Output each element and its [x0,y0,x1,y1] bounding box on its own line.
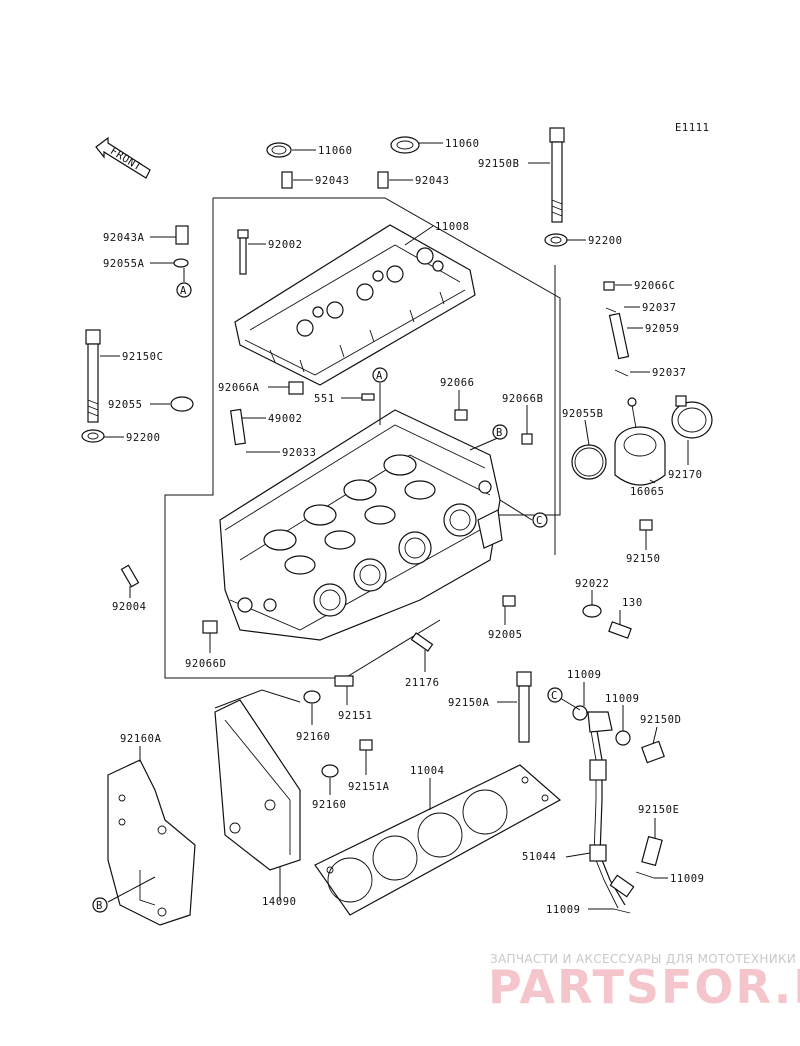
front-label: FRONT [108,145,144,174]
label-92066b: 92066B [502,393,544,405]
diagram-code: E1111 [675,122,710,134]
intake-holder-16065 [614,397,666,486]
label-92066: 92066 [440,377,475,389]
label-92033: 92033 [282,447,317,459]
label-11009-d: 11009 [546,904,581,916]
label-11004: 11004 [410,765,445,777]
label-92002: 92002 [268,239,303,251]
small-parts [81,127,665,914]
label-92200-top: 92200 [588,235,623,247]
head-gasket-11004 [314,764,562,916]
label-92043-left: 92043 [315,175,350,187]
callout-a-2: A [376,370,383,382]
watermark-tagline: ЗАПЧАСТИ И АКСЕССУАРЫ ДЛЯ МОТОТЕХНИКИ [490,952,796,966]
label-11009-a: 11009 [567,669,602,681]
label-92150d: 92150D [640,714,682,726]
label-92066d: 92066D [185,658,227,670]
label-92043a: 92043A [103,232,145,244]
label-92022: 92022 [575,578,610,590]
label-130: 130 [622,597,643,609]
label-92150b: 92150B [478,158,520,170]
callout-b-2: B [96,900,103,912]
label-11060-left: 11060 [318,145,353,157]
label-92066a: 92066A [218,382,260,394]
o-ring-92055b [571,444,607,480]
label-92055b: 92055B [562,408,604,420]
label-92150c: 92150C [122,351,164,363]
label-92037-top: 92037 [642,302,677,314]
label-92043-right: 92043 [415,175,450,187]
label-11009-c: 11009 [670,873,705,885]
label-92160-top: 92160 [296,731,331,743]
label-92150e: 92150E [638,804,680,816]
label-92059: 92059 [645,323,680,335]
label-92160-bottom: 92160 [312,799,347,811]
callout-circles: A A B C C B [92,282,563,913]
label-92151a: 92151A [348,781,390,793]
watermark-brand: PARTSFOR.RU [488,960,800,1014]
label-11009-b: 11009 [605,693,640,705]
label-49002: 49002 [268,413,303,425]
label-92066c: 92066C [634,280,676,292]
label-92170: 92170 [668,469,703,481]
part-labels: 11060 11060 92043 92043 92043A 92055A 92… [103,138,705,916]
label-11060-right: 11060 [445,138,480,150]
leader-lines [100,142,689,910]
callout-c-2: C [551,690,558,702]
camshaft-cap-11008 [234,224,476,386]
callout-a-1: A [180,285,187,297]
callout-b-1: B [496,427,503,439]
label-92151: 92151 [338,710,373,722]
label-551: 551 [314,393,335,405]
cam-chain-cover-14090 [214,699,301,871]
label-92150: 92150 [626,553,661,565]
label-16065: 16065 [630,486,665,498]
label-51044: 51044 [522,851,557,863]
label-92005: 92005 [488,629,523,641]
label-21176: 21176 [405,677,440,689]
chain-guide-plate [107,759,196,926]
clamp-92170 [671,395,713,439]
label-92200-left: 92200 [126,432,161,444]
label-92150a: 92150A [448,697,490,709]
label-92055: 92055 [108,399,143,411]
cylinder-head-body [219,409,503,641]
watermark: ЗАПЧАСТИ И АКСЕССУАРЫ ДЛЯ МОТОТЕХНИКИ PA… [488,952,800,1014]
label-11008: 11008 [435,221,470,233]
front-arrow-icon: FRONT [95,136,151,179]
label-14090: 14090 [262,896,297,908]
label-92004: 92004 [112,601,147,613]
oil-pipe-51044 [587,711,635,909]
label-92037-bottom: 92037 [652,367,687,379]
callout-c-1: C [536,515,543,527]
label-92160a: 92160A [120,733,162,745]
label-92055a: 92055A [103,258,145,270]
